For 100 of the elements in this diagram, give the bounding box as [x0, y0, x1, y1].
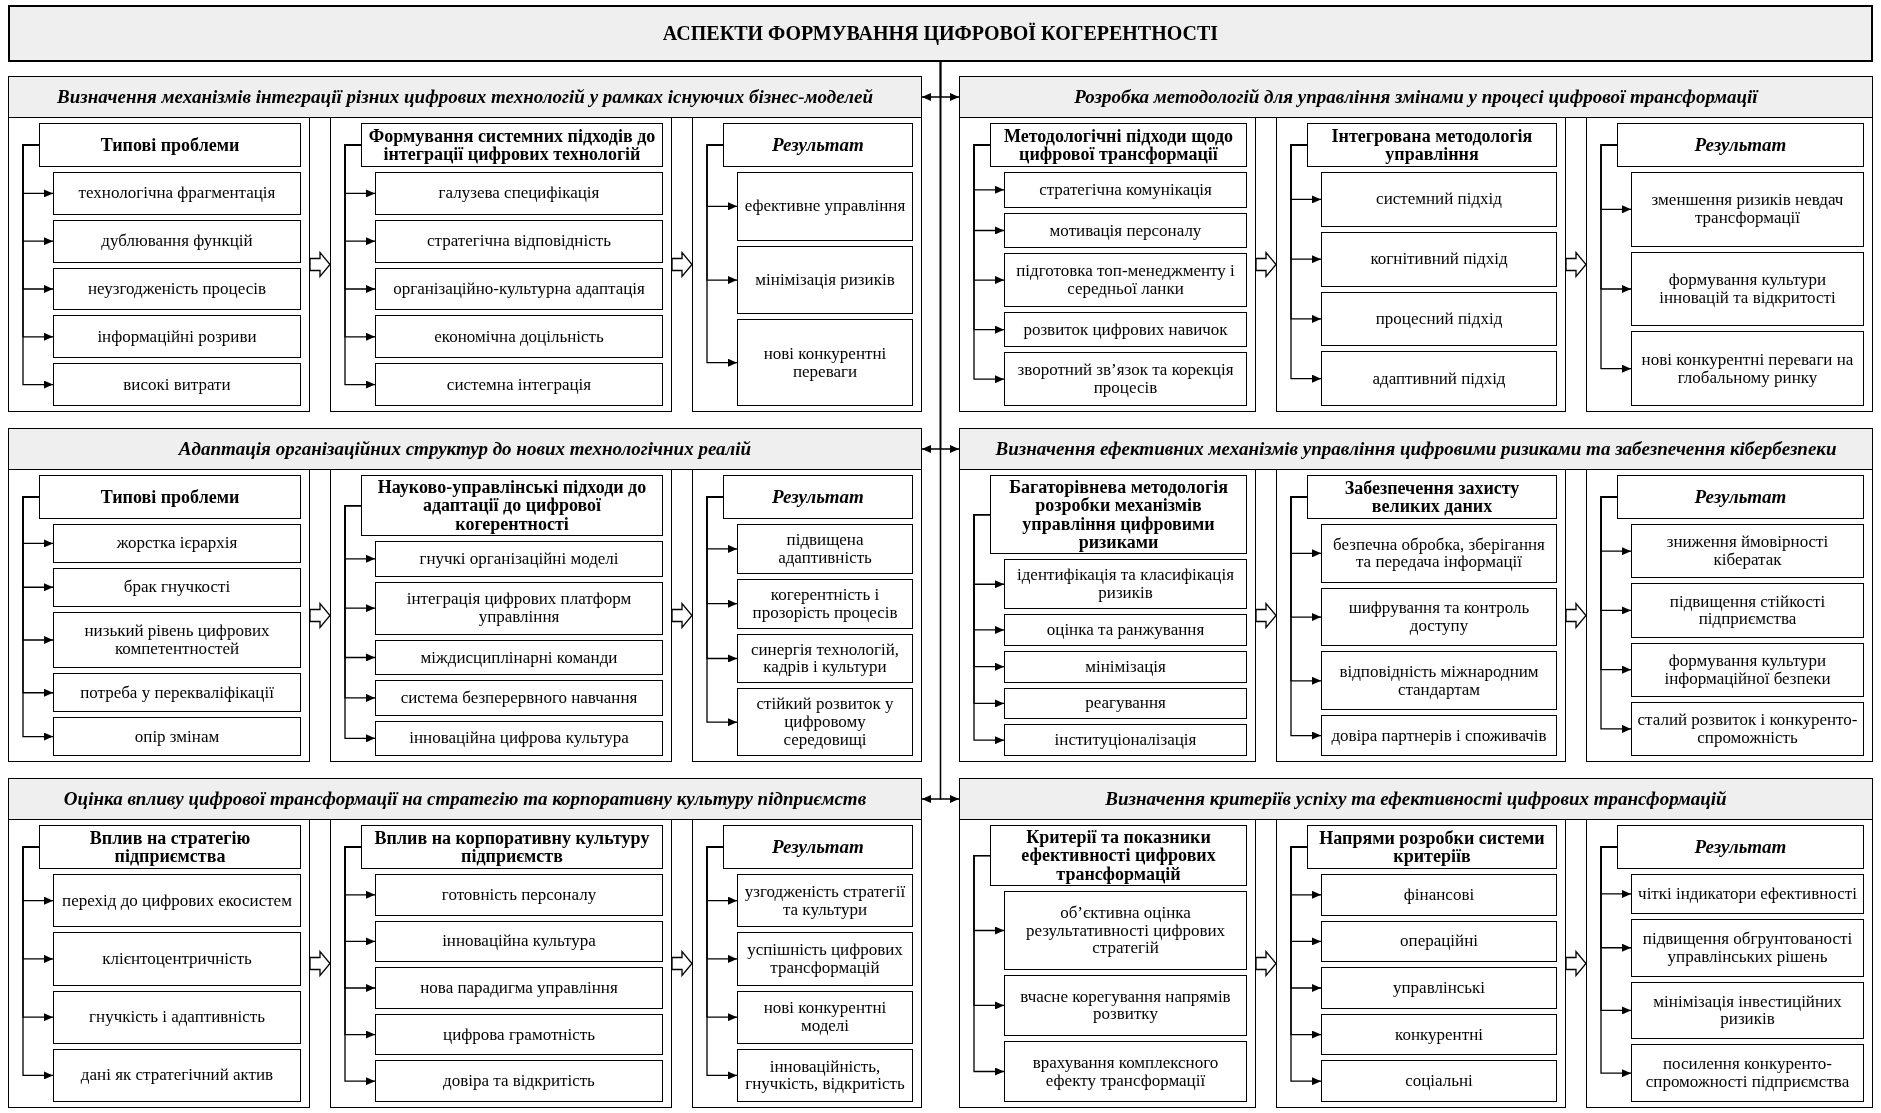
- arrow: [706, 496, 738, 727]
- item-box: врахування комплексного ефекту трансформації: [1004, 1041, 1247, 1102]
- block-arrow: [671, 250, 693, 279]
- column-panel: [1586, 117, 1873, 412]
- item-box: економічна доцільність: [375, 315, 663, 359]
- item-box: інтеграція цифрових платформ управління: [375, 581, 663, 635]
- arrow: [1290, 144, 1322, 383]
- item-box: розвиток цифрових навичок: [1004, 311, 1247, 348]
- arrow: [1290, 846, 1322, 1086]
- item-box: інноваційна цифрова культура: [375, 720, 663, 757]
- item-box: стійкий розвиток у цифровому середовищі: [737, 688, 913, 757]
- item-box: цифрова грамотність: [375, 1013, 663, 1056]
- arrow: [973, 144, 1005, 384]
- item-box: підвищення обгрунтованості управлінських рішень: [1631, 918, 1864, 977]
- column-header: Вплив на корпоративну культуру підприємств: [361, 825, 663, 869]
- item-box: довіра партнерів і споживачів: [1321, 715, 1557, 757]
- arrow: [706, 846, 738, 1080]
- title-box: АСПЕКТИ ФОРМУВАННЯ ЦИФРОВОЇ КОГЕРЕНТНОСТІ: [8, 5, 1873, 62]
- column-panel: [330, 469, 672, 762]
- column-header: Результат: [723, 475, 913, 519]
- item-box: неузгодженість процесів: [53, 267, 301, 311]
- item-box: високі витрати: [53, 363, 301, 406]
- column-header: Напрями розробки системи критеріїв: [1307, 825, 1557, 869]
- item-box: опір змінам: [53, 717, 301, 756]
- item-box: об’єктивна оцінка результативності цифрових стратегій: [1004, 891, 1247, 970]
- item-box: оцінка та ранжування: [1004, 614, 1247, 646]
- block-arrow: [671, 601, 693, 630]
- item-box: інституціоналізація: [1004, 724, 1247, 757]
- section-header: Розробка методологій для управління змінами у процесі цифрової трансформації: [959, 76, 1873, 118]
- column-header: Результат: [1617, 475, 1864, 519]
- column-panel: [692, 117, 922, 412]
- item-box: жорстка ієрархія: [53, 524, 301, 563]
- item-box: мінімізація ризиків: [737, 245, 913, 315]
- column-panel: [1586, 819, 1873, 1108]
- item-box: стратегічна комунікація: [1004, 172, 1247, 208]
- item-box: сталий розвиток і конкуренто-спроможність: [1631, 701, 1864, 756]
- column-header: Результат: [1617, 825, 1864, 869]
- section-header: Оцінка впливу цифрової трансформації на стратегію та корпоративну культуру підприємств: [8, 778, 922, 820]
- item-box: інноваційна культура: [375, 920, 663, 963]
- item-box: система безперервного навчання: [375, 680, 663, 716]
- item-box: гнучкі організаційні моделі: [375, 541, 663, 577]
- column-panel: [1276, 819, 1566, 1108]
- item-box: мотивація персоналу: [1004, 212, 1247, 249]
- arrow: [706, 144, 738, 367]
- item-box: технологічна фрагментація: [53, 172, 301, 215]
- item-box: галузева специфікація: [375, 172, 663, 215]
- column-panel: [959, 117, 1256, 412]
- item-box: операційні: [1321, 920, 1557, 963]
- item-box: зворотний зв’язок та корекція процесів: [1004, 352, 1247, 406]
- item-box: системний підхід: [1321, 172, 1557, 227]
- column-panel: [959, 819, 1256, 1108]
- arrow: [1600, 496, 1632, 733]
- item-box: дані як стратегічний актив: [53, 1048, 301, 1102]
- item-box: мінімізація: [1004, 650, 1247, 683]
- column-panel: [330, 819, 672, 1108]
- item-box: готовність персоналу: [375, 874, 663, 916]
- item-box: соціальні: [1321, 1060, 1557, 1102]
- block-arrow: [1565, 601, 1587, 630]
- item-box: нові конкурентні моделі: [737, 990, 913, 1044]
- column-panel: [8, 819, 310, 1108]
- item-box: безпечна обробка, зберігання та передача інформації: [1321, 524, 1557, 583]
- column-panel: [8, 469, 310, 762]
- column-panel: [692, 819, 922, 1108]
- arrow: [22, 496, 54, 741]
- section-header: Визначення механізмів інтеграції різних цифрових технологій у рамках існуючих бізнес-моделей: [8, 76, 922, 118]
- item-box: формування культури інновацій та відкритості: [1631, 251, 1864, 327]
- column-header: Результат: [723, 123, 913, 167]
- item-box: конкурентні: [1321, 1013, 1557, 1056]
- item-box: реагування: [1004, 687, 1247, 720]
- item-box: нові конкурентні переваги на глобальному ринку: [1631, 331, 1864, 406]
- section-header: Визначення ефективних механізмів управління цифровими ризиками та забезпечення кібербезпеки: [959, 428, 1873, 470]
- block-arrow: [309, 250, 331, 279]
- item-box: процесний підхід: [1321, 291, 1557, 347]
- arrow: [344, 846, 376, 1086]
- column-panel: [330, 117, 672, 412]
- item-box: інноваційність, гнучкість, відкритість: [737, 1048, 913, 1102]
- item-box: вчасне корегування напрямів розвитку: [1004, 974, 1247, 1036]
- column-panel: [959, 469, 1256, 762]
- item-box: перехід до цифрових екосистем: [53, 874, 301, 928]
- item-box: управлінські: [1321, 967, 1557, 1009]
- item-box: нова парадигма управління: [375, 967, 663, 1009]
- block-arrow: [1255, 250, 1277, 279]
- item-box: клієнтоцентричність: [53, 932, 301, 986]
- item-box: фінансові: [1321, 874, 1557, 916]
- item-box: посилення конкуренто-спроможності підприємства: [1631, 1044, 1864, 1103]
- item-box: зменшення ризиків невдач трансформації: [1631, 172, 1864, 247]
- column-header: Вплив на стратегію підприємства: [39, 825, 301, 869]
- item-box: ідентифікація та класифікація ризиків: [1004, 559, 1247, 610]
- column-header: Типові проблеми: [39, 123, 301, 167]
- item-box: підвищення стійкості підприємства: [1631, 583, 1864, 638]
- block-arrow: [671, 949, 693, 978]
- block-arrow: [309, 949, 331, 978]
- item-box: ефективне управління: [737, 172, 913, 241]
- item-box: низький рівень цифрових компетентностей: [53, 611, 301, 669]
- item-box: міждисциплінарні команди: [375, 639, 663, 676]
- column-header: Багаторівнева методологія розробки механізмів управління цифровими ризиками: [990, 475, 1247, 555]
- item-box: стратегічна відповідність: [375, 219, 663, 263]
- column-panel: [8, 117, 310, 412]
- arrow: [939, 61, 960, 803]
- column-header: Результат: [723, 825, 913, 869]
